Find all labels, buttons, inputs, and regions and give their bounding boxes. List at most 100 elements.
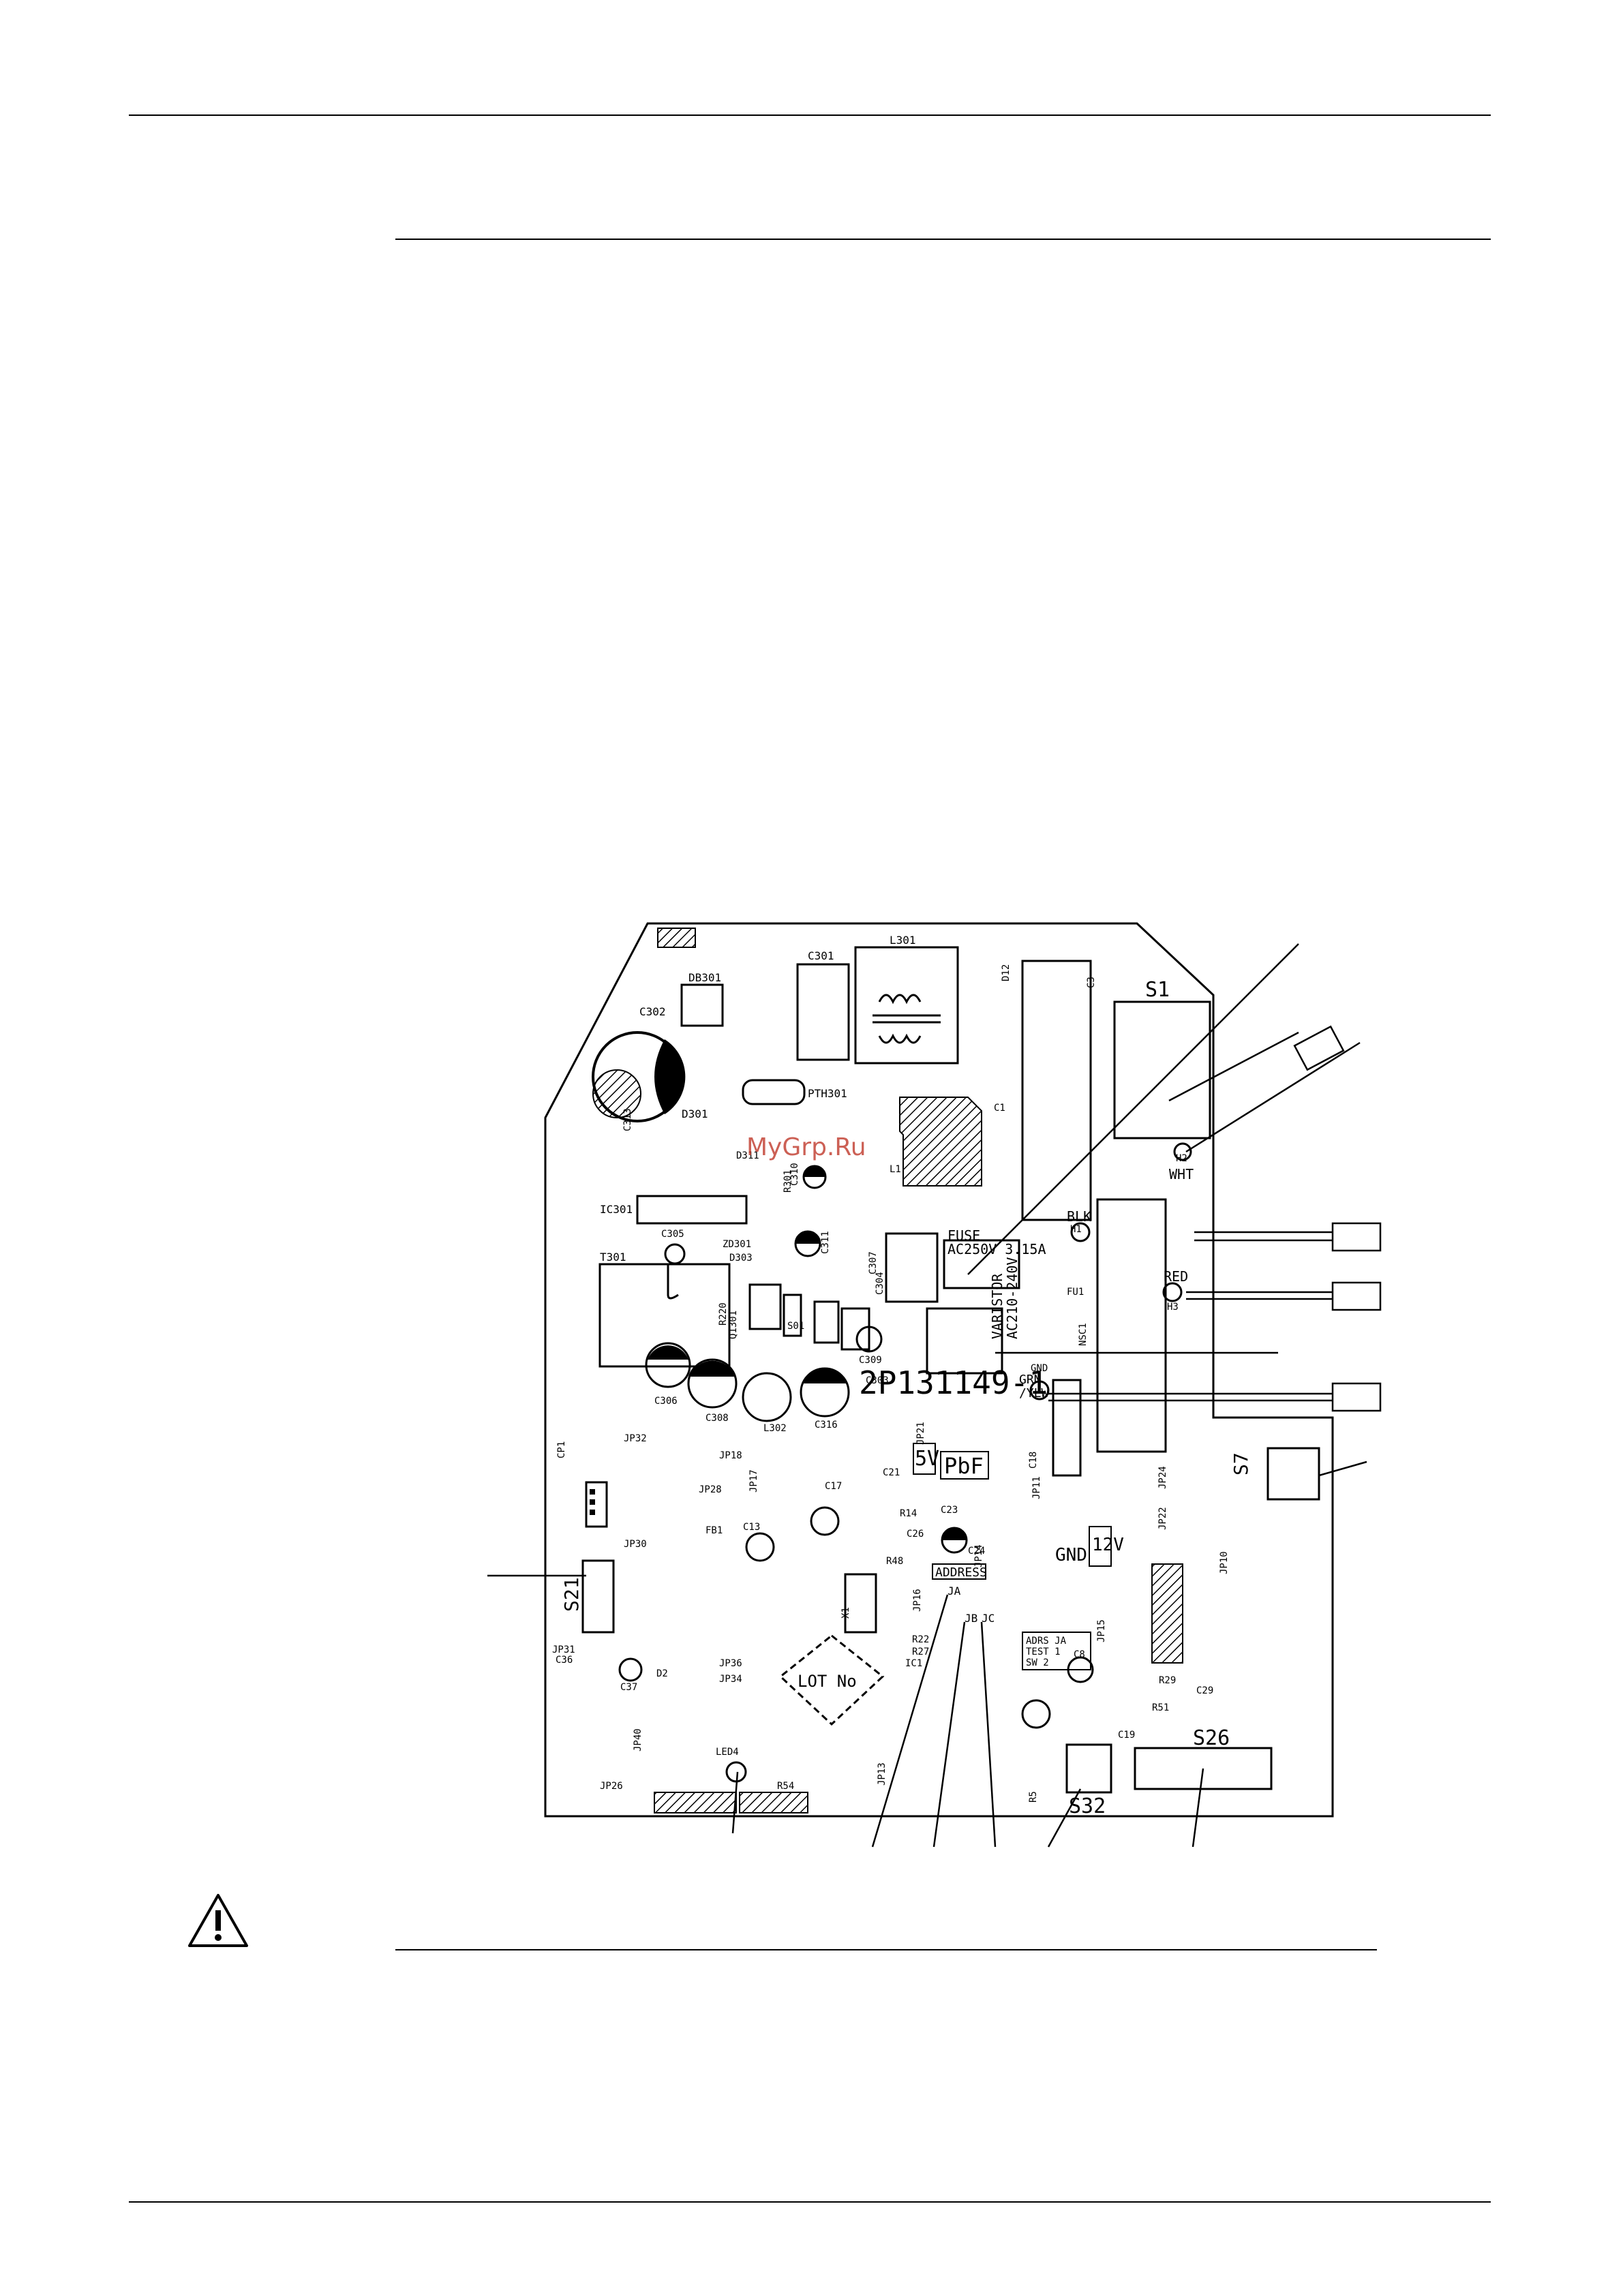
svg-text:JP16: JP16 [912, 1589, 923, 1612]
header-rule-section [395, 239, 1491, 240]
svg-text:JP36: JP36 [719, 1658, 742, 1669]
svg-text:ADDRESS: ADDRESS [935, 1565, 987, 1580]
header-rule-top [129, 114, 1491, 116]
svg-text:JP22: JP22 [1157, 1507, 1168, 1530]
svg-text:C302: C302 [639, 1005, 666, 1018]
svg-text:T301: T301 [600, 1251, 626, 1264]
svg-text:JP17: JP17 [748, 1469, 759, 1493]
hatch-bottom-mid [739, 1792, 808, 1813]
svg-text:C310: C310 [789, 1163, 800, 1186]
hatch-l1 [899, 1097, 982, 1187]
svg-text:GND: GND [1055, 1545, 1087, 1565]
svg-text:R48: R48 [886, 1556, 903, 1567]
svg-text:S26: S26 [1193, 1726, 1230, 1750]
svg-text:C21: C21 [883, 1467, 900, 1478]
svg-text:Q1301: Q1301 [728, 1311, 739, 1339]
svg-text:C23: C23 [941, 1505, 958, 1516]
svg-text:CP1: CP1 [556, 1441, 567, 1458]
hatch-bottom-left [654, 1792, 737, 1813]
svg-text:D12: D12 [1001, 964, 1012, 981]
svg-text:S21: S21 [560, 1577, 583, 1612]
hatch-right [1151, 1563, 1183, 1664]
svg-text:H3: H3 [1167, 1302, 1179, 1313]
svg-text:H2: H2 [1176, 1153, 1187, 1164]
svg-text:/YLW: /YLW [1019, 1386, 1049, 1400]
svg-text:IC301: IC301 [600, 1203, 633, 1216]
svg-text:FB1: FB1 [706, 1525, 723, 1536]
svg-text:L301: L301 [890, 934, 916, 947]
svg-text:NSC1: NSC1 [1078, 1323, 1089, 1346]
svg-text:C1: C1 [994, 1103, 1005, 1114]
svg-text:IC1: IC1 [905, 1658, 922, 1669]
svg-text:C304: C304 [875, 1272, 885, 1295]
svg-text:X1: X1 [840, 1607, 851, 1619]
callout-box-wht [1293, 1025, 1345, 1071]
svg-text:C17: C17 [825, 1481, 842, 1492]
svg-text:C24: C24 [968, 1546, 985, 1557]
svg-text:JP21: JP21 [915, 1422, 926, 1445]
svg-text:C307: C307 [868, 1251, 879, 1274]
svg-text:JP26: JP26 [600, 1781, 623, 1792]
svg-text:JP13: JP13 [877, 1762, 888, 1786]
svg-text:C29: C29 [1196, 1685, 1213, 1696]
svg-text:D311: D311 [736, 1150, 759, 1161]
svg-text:DB301: DB301 [688, 971, 721, 984]
svg-text:AC250V 3.15A: AC250V 3.15A [947, 1241, 1046, 1257]
svg-text:R54: R54 [777, 1781, 794, 1792]
svg-text:D303: D303 [729, 1253, 753, 1264]
svg-text:JP40: JP40 [633, 1728, 643, 1751]
svg-text:C305: C305 [661, 1229, 684, 1240]
svg-text:R51: R51 [1152, 1702, 1169, 1713]
svg-text:JP31: JP31 [552, 1644, 575, 1655]
svg-text:R29: R29 [1159, 1675, 1176, 1686]
svg-text:JP30: JP30 [624, 1539, 647, 1550]
svg-text:C8: C8 [1074, 1649, 1085, 1660]
svg-text:D2: D2 [656, 1668, 668, 1679]
svg-text:WHT: WHT [1169, 1166, 1194, 1182]
svg-text:S1: S1 [1145, 978, 1170, 1002]
svg-text:SW 2: SW 2 [1026, 1657, 1049, 1668]
svg-text:C37: C37 [620, 1682, 637, 1693]
svg-text:C303: C303 [866, 1375, 889, 1386]
svg-text:R22: R22 [912, 1634, 929, 1645]
svg-text:JB: JB [965, 1612, 977, 1625]
svg-text:C19: C19 [1118, 1730, 1135, 1741]
svg-text:JP11: JP11 [1031, 1476, 1042, 1499]
caution-rule [395, 1949, 1377, 1950]
svg-text:ADRS JA: ADRS JA [1026, 1636, 1067, 1647]
svg-text:S01: S01 [787, 1321, 804, 1332]
svg-text:S32: S32 [1069, 1794, 1106, 1818]
svg-text:JP10: JP10 [1219, 1551, 1230, 1574]
svg-text:LED4: LED4 [716, 1747, 739, 1758]
svg-text:JP14: JP14 [973, 1544, 984, 1567]
callout-box-red [1331, 1281, 1382, 1311]
board-part-number: 2P131149-1 [859, 1364, 1048, 1401]
svg-text:JC: JC [982, 1612, 995, 1625]
svg-text:R14: R14 [900, 1508, 917, 1519]
svg-text:ZD301: ZD301 [723, 1239, 751, 1250]
svg-text:PTH301: PTH301 [808, 1087, 847, 1100]
svg-text:R5: R5 [1028, 1791, 1039, 1803]
svg-text:S7: S7 [1230, 1452, 1252, 1475]
svg-text:L1: L1 [890, 1164, 901, 1175]
svg-text:C306: C306 [654, 1396, 678, 1407]
svg-text:R220: R220 [718, 1302, 729, 1326]
callout-box-blk [1331, 1222, 1382, 1252]
caution-warning-icon [188, 1894, 248, 1947]
callout-leaders [487, 943, 1367, 1848]
svg-text:PbF: PbF [944, 1453, 984, 1479]
svg-text:GRN: GRN [1019, 1373, 1042, 1387]
svg-text:AC210-240V: AC210-240V [1004, 1257, 1020, 1339]
svg-text:C13: C13 [743, 1522, 760, 1533]
svg-text:FU1: FU1 [1067, 1287, 1084, 1298]
svg-text:C309: C309 [859, 1355, 882, 1366]
svg-text:C3: C3 [1086, 977, 1097, 988]
svg-text:C316: C316 [815, 1420, 838, 1430]
svg-text:R27: R27 [912, 1647, 929, 1657]
svg-text:C311: C311 [820, 1231, 831, 1254]
lot-box [778, 1634, 885, 1726]
svg-text:BLK: BLK [1067, 1208, 1091, 1225]
svg-text:D301: D301 [682, 1107, 708, 1120]
footer-rule [129, 2201, 1491, 2203]
callout-box-grn [1331, 1382, 1382, 1412]
